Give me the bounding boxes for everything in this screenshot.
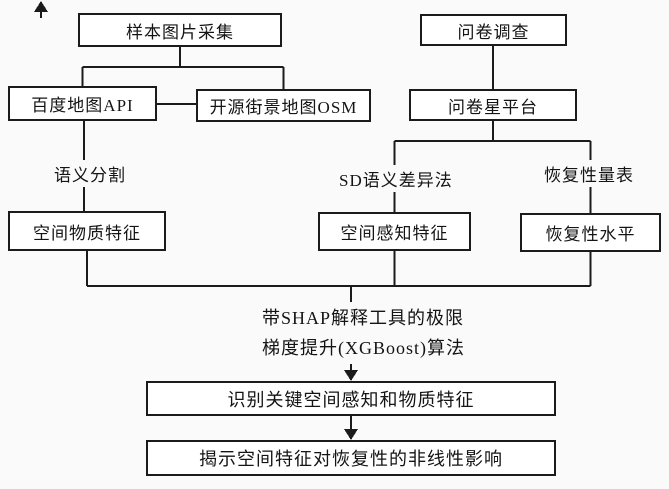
- process-text-line1: 带SHAP解释工具的极限: [262, 308, 465, 328]
- node-label: 百度地图API: [31, 96, 134, 115]
- edge-sample-to-sources: [81, 47, 285, 89]
- node-wenjuanxing-platform: 问卷星平台: [409, 89, 577, 121]
- node-openstreetmap-osm: 开源街景地图OSM: [196, 89, 371, 122]
- node-restorative-level: 恢复性水平: [520, 213, 661, 252]
- edge-label-semantic-segmentation: 语义分割: [48, 160, 132, 187]
- edge-label-restorative-scale: 恢复性量表: [541, 160, 636, 187]
- node-reveal-nonlinear-effects: 揭示空间特征对恢复性的非线性影响: [146, 440, 556, 476]
- node-label: 问卷星平台: [448, 97, 538, 117]
- node-identify-key-features: 识别关键空间感知和物质特征: [146, 381, 556, 416]
- node-questionnaire-survey: 问卷调查: [420, 14, 567, 46]
- node-label: 恢复性水平: [545, 225, 636, 244]
- node-label: 开源街景地图OSM: [209, 98, 358, 117]
- edge-label-sd-method: SD语义差异法: [336, 165, 452, 192]
- node-label: 空间物质特征: [33, 223, 141, 243]
- arrow-up-icon: [34, 1, 48, 12]
- node-spatial-perception-features: 空间感知特征: [318, 212, 471, 251]
- node-baidu-map-api: 百度地图API: [8, 86, 157, 121]
- node-sample-image-collection: 样本图片采集: [78, 13, 282, 47]
- node-label: 揭示空间特征对恢复性的非线性影响: [199, 449, 503, 469]
- arrow-down-icon: [344, 429, 358, 440]
- node-label: 空间感知特征: [340, 224, 449, 243]
- arrow-down-icon: [344, 370, 358, 381]
- process-text-line2: 梯度提升(XGBoost)算法: [262, 338, 465, 358]
- process-xgboost-shap-text: 带SHAP解释工具的极限 梯度提升(XGBoost)算法: [258, 302, 469, 364]
- node-label: 样本图片采集: [126, 22, 234, 42]
- node-label: 识别关键空间感知和物质特征: [227, 389, 475, 410]
- node-spatial-material-features: 空间物质特征: [8, 211, 166, 251]
- node-label: 问卷调查: [457, 22, 530, 42]
- edge-merge-to-xgboost: [86, 251, 592, 303]
- edge-wenjuanxing-split: [393, 121, 592, 213]
